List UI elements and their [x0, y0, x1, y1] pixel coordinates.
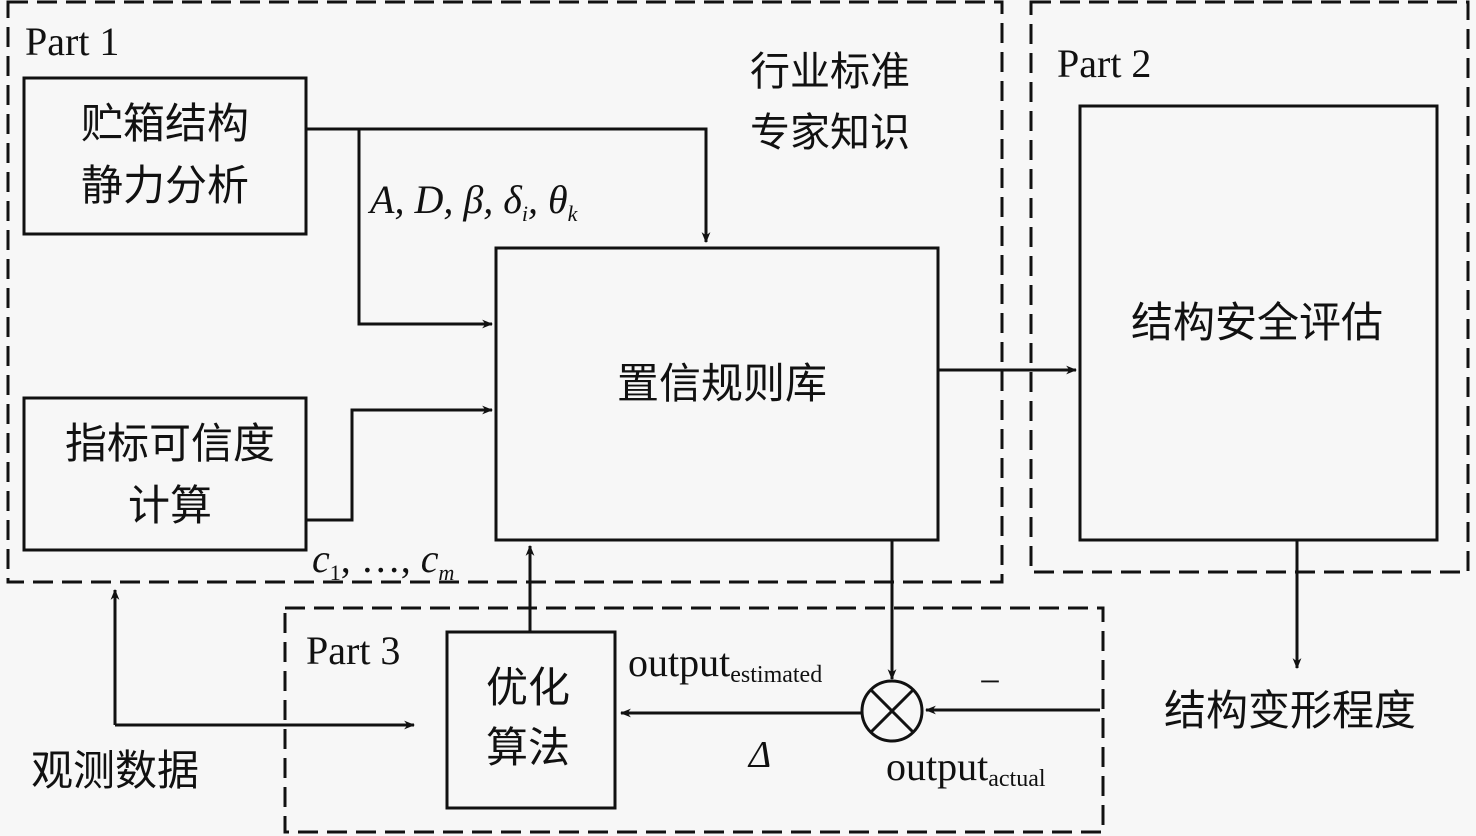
part2-label: Part 2: [1057, 41, 1151, 86]
output-estimated-label: outputestimated: [628, 640, 822, 688]
part2-region: [1029, 0, 1470, 574]
minus-sign: −: [979, 661, 1000, 703]
part3-label: Part 3: [306, 628, 400, 673]
arrow-static-to-rulebase-left: [357, 129, 494, 329]
expert-line2: 专家知识: [750, 110, 910, 156]
observed-data-label: 观测数据: [31, 746, 199, 795]
optimization-line2: 算法: [486, 723, 570, 772]
delta-error-label: Δ: [747, 734, 771, 776]
part3-region: [283, 606, 1105, 834]
parameters-label: A, D, β, δi, θk: [367, 177, 579, 226]
circle-times-icon: [860, 679, 924, 743]
credibility-block: [22, 396, 308, 552]
part1-label: Part 1: [25, 19, 119, 64]
rule-base-block: [494, 246, 940, 542]
optimization-block: [445, 630, 617, 810]
safety-eval-label: 结构安全评估: [1131, 298, 1383, 347]
output-actual-label: outputactual: [886, 744, 1046, 792]
static-analysis-line2: 静力分析: [81, 161, 249, 210]
deformation-label: 结构变形程度: [1164, 686, 1416, 735]
arrow-static-to-rulebase-top: [306, 127, 711, 244]
credibility-line2: 计算: [128, 481, 212, 530]
credibility-line1: 指标可信度: [65, 419, 275, 468]
optimization-line1: 优化: [486, 663, 570, 712]
rule-base-label: 置信规则库: [617, 359, 827, 408]
expert-line1: 行业标准: [750, 49, 910, 95]
part1-region: [6, 0, 1004, 584]
static-analysis-block: [22, 76, 308, 236]
static-analysis-line1: 贮箱结构: [81, 99, 249, 148]
credibility-output-label: c1, …, cm: [312, 536, 454, 585]
arrow-credibility-to-rulebase: [306, 405, 494, 522]
safety-eval-block: [1078, 104, 1439, 542]
